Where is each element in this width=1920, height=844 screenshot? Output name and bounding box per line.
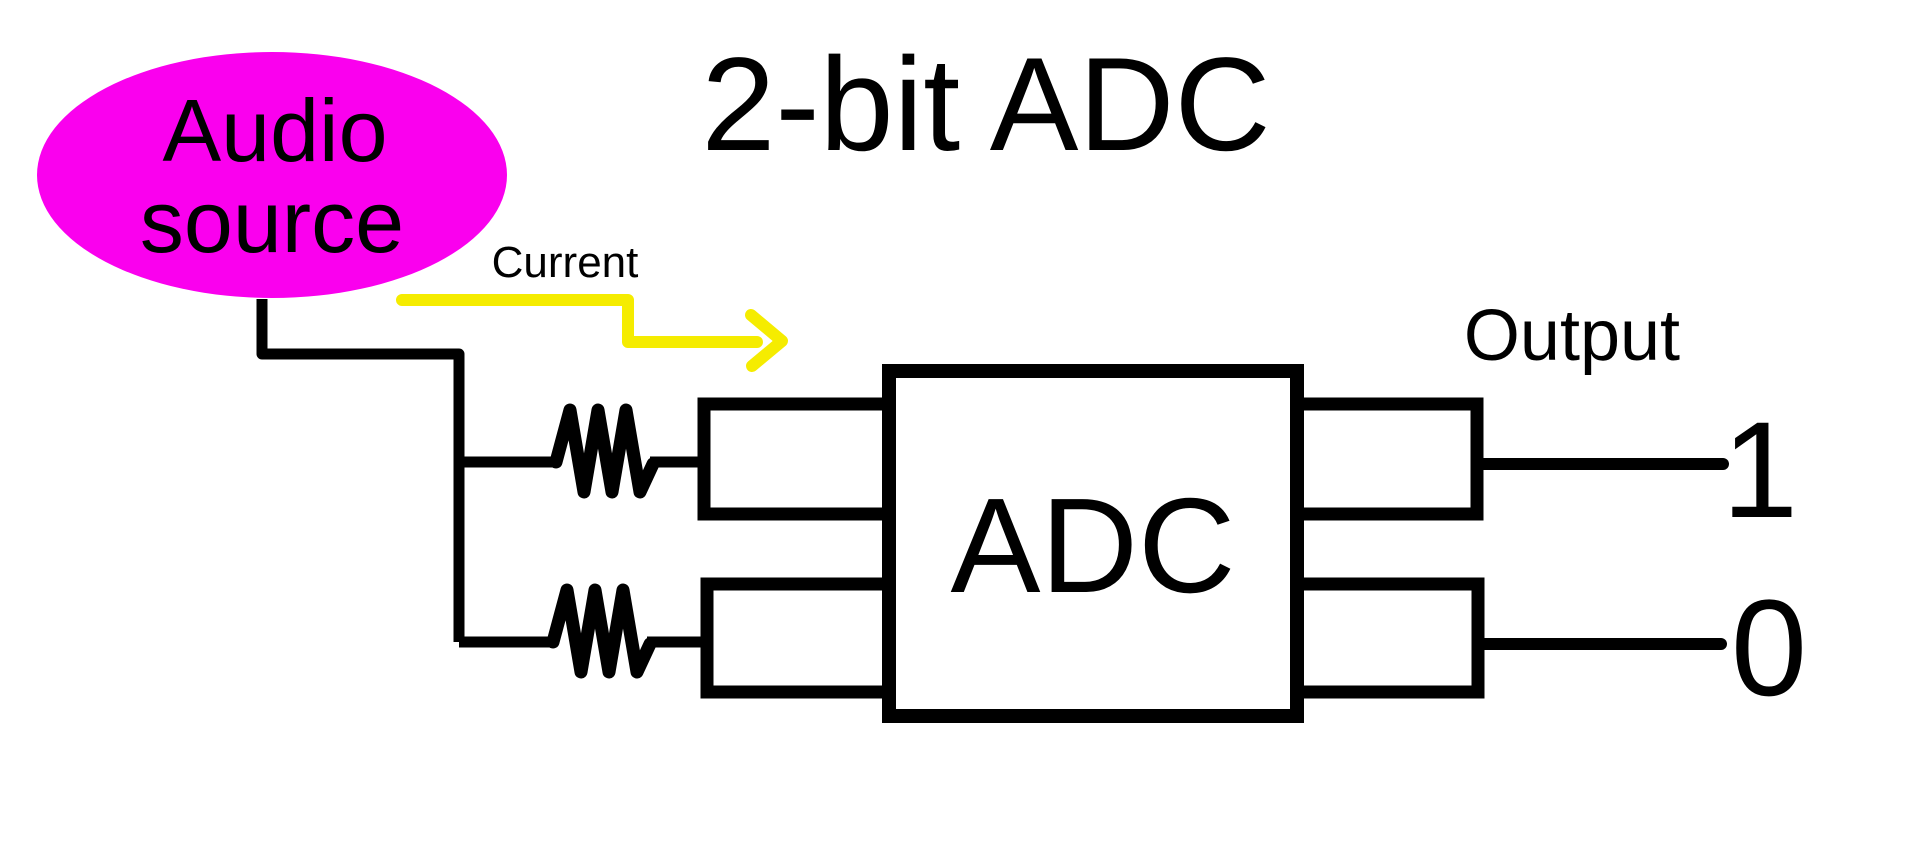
current-arrow-icon bbox=[396, 294, 788, 372]
adc-output-connector-upper bbox=[1290, 397, 1484, 521]
adc-box bbox=[882, 364, 1304, 723]
output-bit0-label: 0 bbox=[1731, 572, 1807, 725]
audio-source-ellipse bbox=[37, 52, 507, 298]
source-bus-wire bbox=[256, 299, 465, 642]
audio-source-label-line2: source bbox=[140, 172, 404, 271]
audio-source-node: Audio source bbox=[37, 52, 507, 298]
output-label: Output bbox=[1464, 296, 1680, 376]
adc-input-connector-upper bbox=[697, 397, 896, 521]
output-bit1-label: 1 bbox=[1722, 394, 1798, 547]
adc-block bbox=[697, 364, 1485, 723]
adc-output-connector-lower bbox=[1290, 577, 1485, 699]
current-flow-annotation: Current bbox=[396, 238, 788, 372]
current-arrowhead bbox=[745, 309, 788, 372]
audio-source-label-line1: Audio bbox=[162, 81, 387, 180]
adc-label: ADC bbox=[950, 470, 1235, 621]
output-wires bbox=[1471, 458, 1729, 650]
adc-input-connector-lower bbox=[700, 577, 896, 699]
resistor-icon-upper bbox=[549, 403, 660, 499]
page-title: 2-bit ADC bbox=[701, 31, 1270, 179]
current-arrow-shaft bbox=[396, 294, 763, 348]
resistor-icon-lower bbox=[546, 583, 657, 679]
current-label: Current bbox=[492, 238, 639, 287]
circuit-wiring bbox=[256, 299, 713, 679]
output-section: Output 1 0 bbox=[1464, 296, 1807, 725]
